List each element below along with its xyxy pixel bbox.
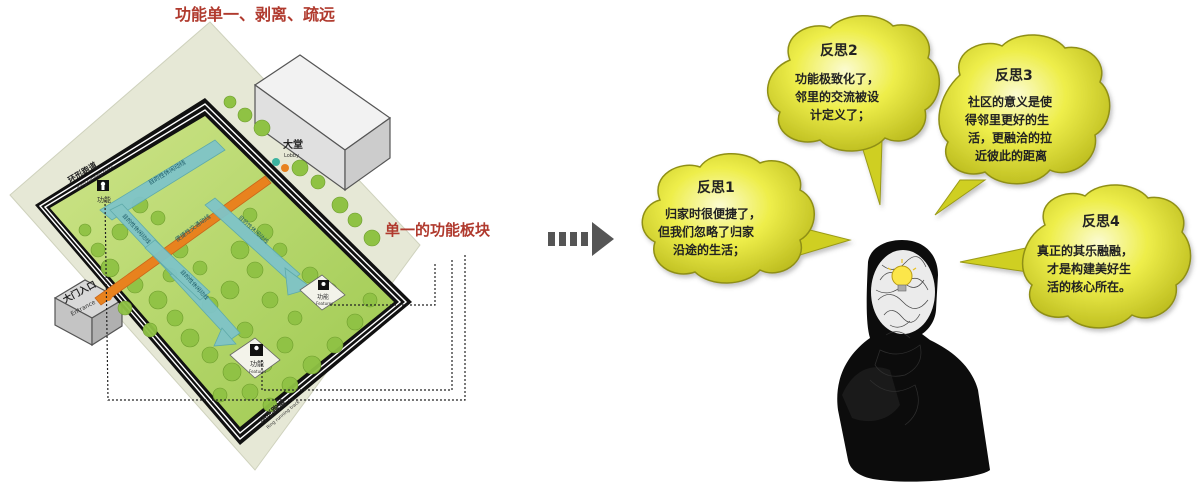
function-label-2-en: Features [316,301,333,306]
bubble-1-line-1: 归家时很便捷了， [665,206,761,221]
bubble-1-title: 反思1 [697,179,735,196]
bubble-3-line-1: 社区的意义是使 [967,94,1053,109]
connector-lines [104,199,466,401]
lobby-label-en: Lobby [284,153,299,159]
thought-bubble-1 [641,152,852,284]
entrance-building [53,279,124,347]
bubble-3-line-4: 近彼此的距离 [975,148,1047,163]
leisure-paths [99,139,313,347]
site-plan: 大堂 Lobby 大门入口 Entrance [9,5,491,471]
bubble-4-line-2: 才是构建美好生 [1047,261,1131,276]
side-label: 单一的功能板块 [385,221,491,239]
lobby-label: 大堂 [283,138,303,151]
thought-bubble-4 [959,184,1192,329]
bubble-3-line-2: 得邻里更好的生 [964,112,1049,127]
bubble-2-line-3: 计定义了； [810,107,870,122]
bubble-3-title: 反思3 [995,67,1033,84]
function-icon-1: 功能 [97,180,111,204]
entrance-marker-icon [104,293,112,301]
thought-bubble-3 [934,34,1111,216]
bubble-2-title: 反思2 [820,42,858,59]
top-title: 功能单一、剥离、疏远 [175,5,335,24]
outer-trees [223,95,381,247]
thought-bubble-2 [766,15,941,206]
function-label-1: 功能 [97,195,111,204]
function-label-3: 功能 [250,359,264,368]
lobby-building [253,54,392,192]
bubble-1-line-2: 但我们忽略了归家 [657,224,755,239]
lobby-marker-icon [272,158,280,166]
bubble-2-line-1: 功能极致化了， [795,71,879,86]
bubble-1-line-3: 沿途的生活； [672,242,745,257]
bubble-4-title: 反思4 [1082,213,1120,230]
bubble-2-line-2: 邻里的交流被设 [794,89,880,104]
thinking-person [837,240,990,482]
bubble-3-line-3: 活，更融洽的拉 [968,130,1052,145]
function-label-3-en: Features [249,369,266,374]
function-icon-3: 功能 Features [229,337,281,379]
lightbulb-icon [891,265,913,287]
function-label-2: 功能 [317,293,329,301]
bubble-4-line-1: 真正的其乐融融， [1037,243,1133,258]
lobby-marker-icon-2 [281,164,289,172]
function-icon-2: 功能 Features [299,274,346,311]
dashed-arrow-icon [548,222,614,256]
bubble-4-line-3: 活的核心所在。 [1047,279,1131,294]
